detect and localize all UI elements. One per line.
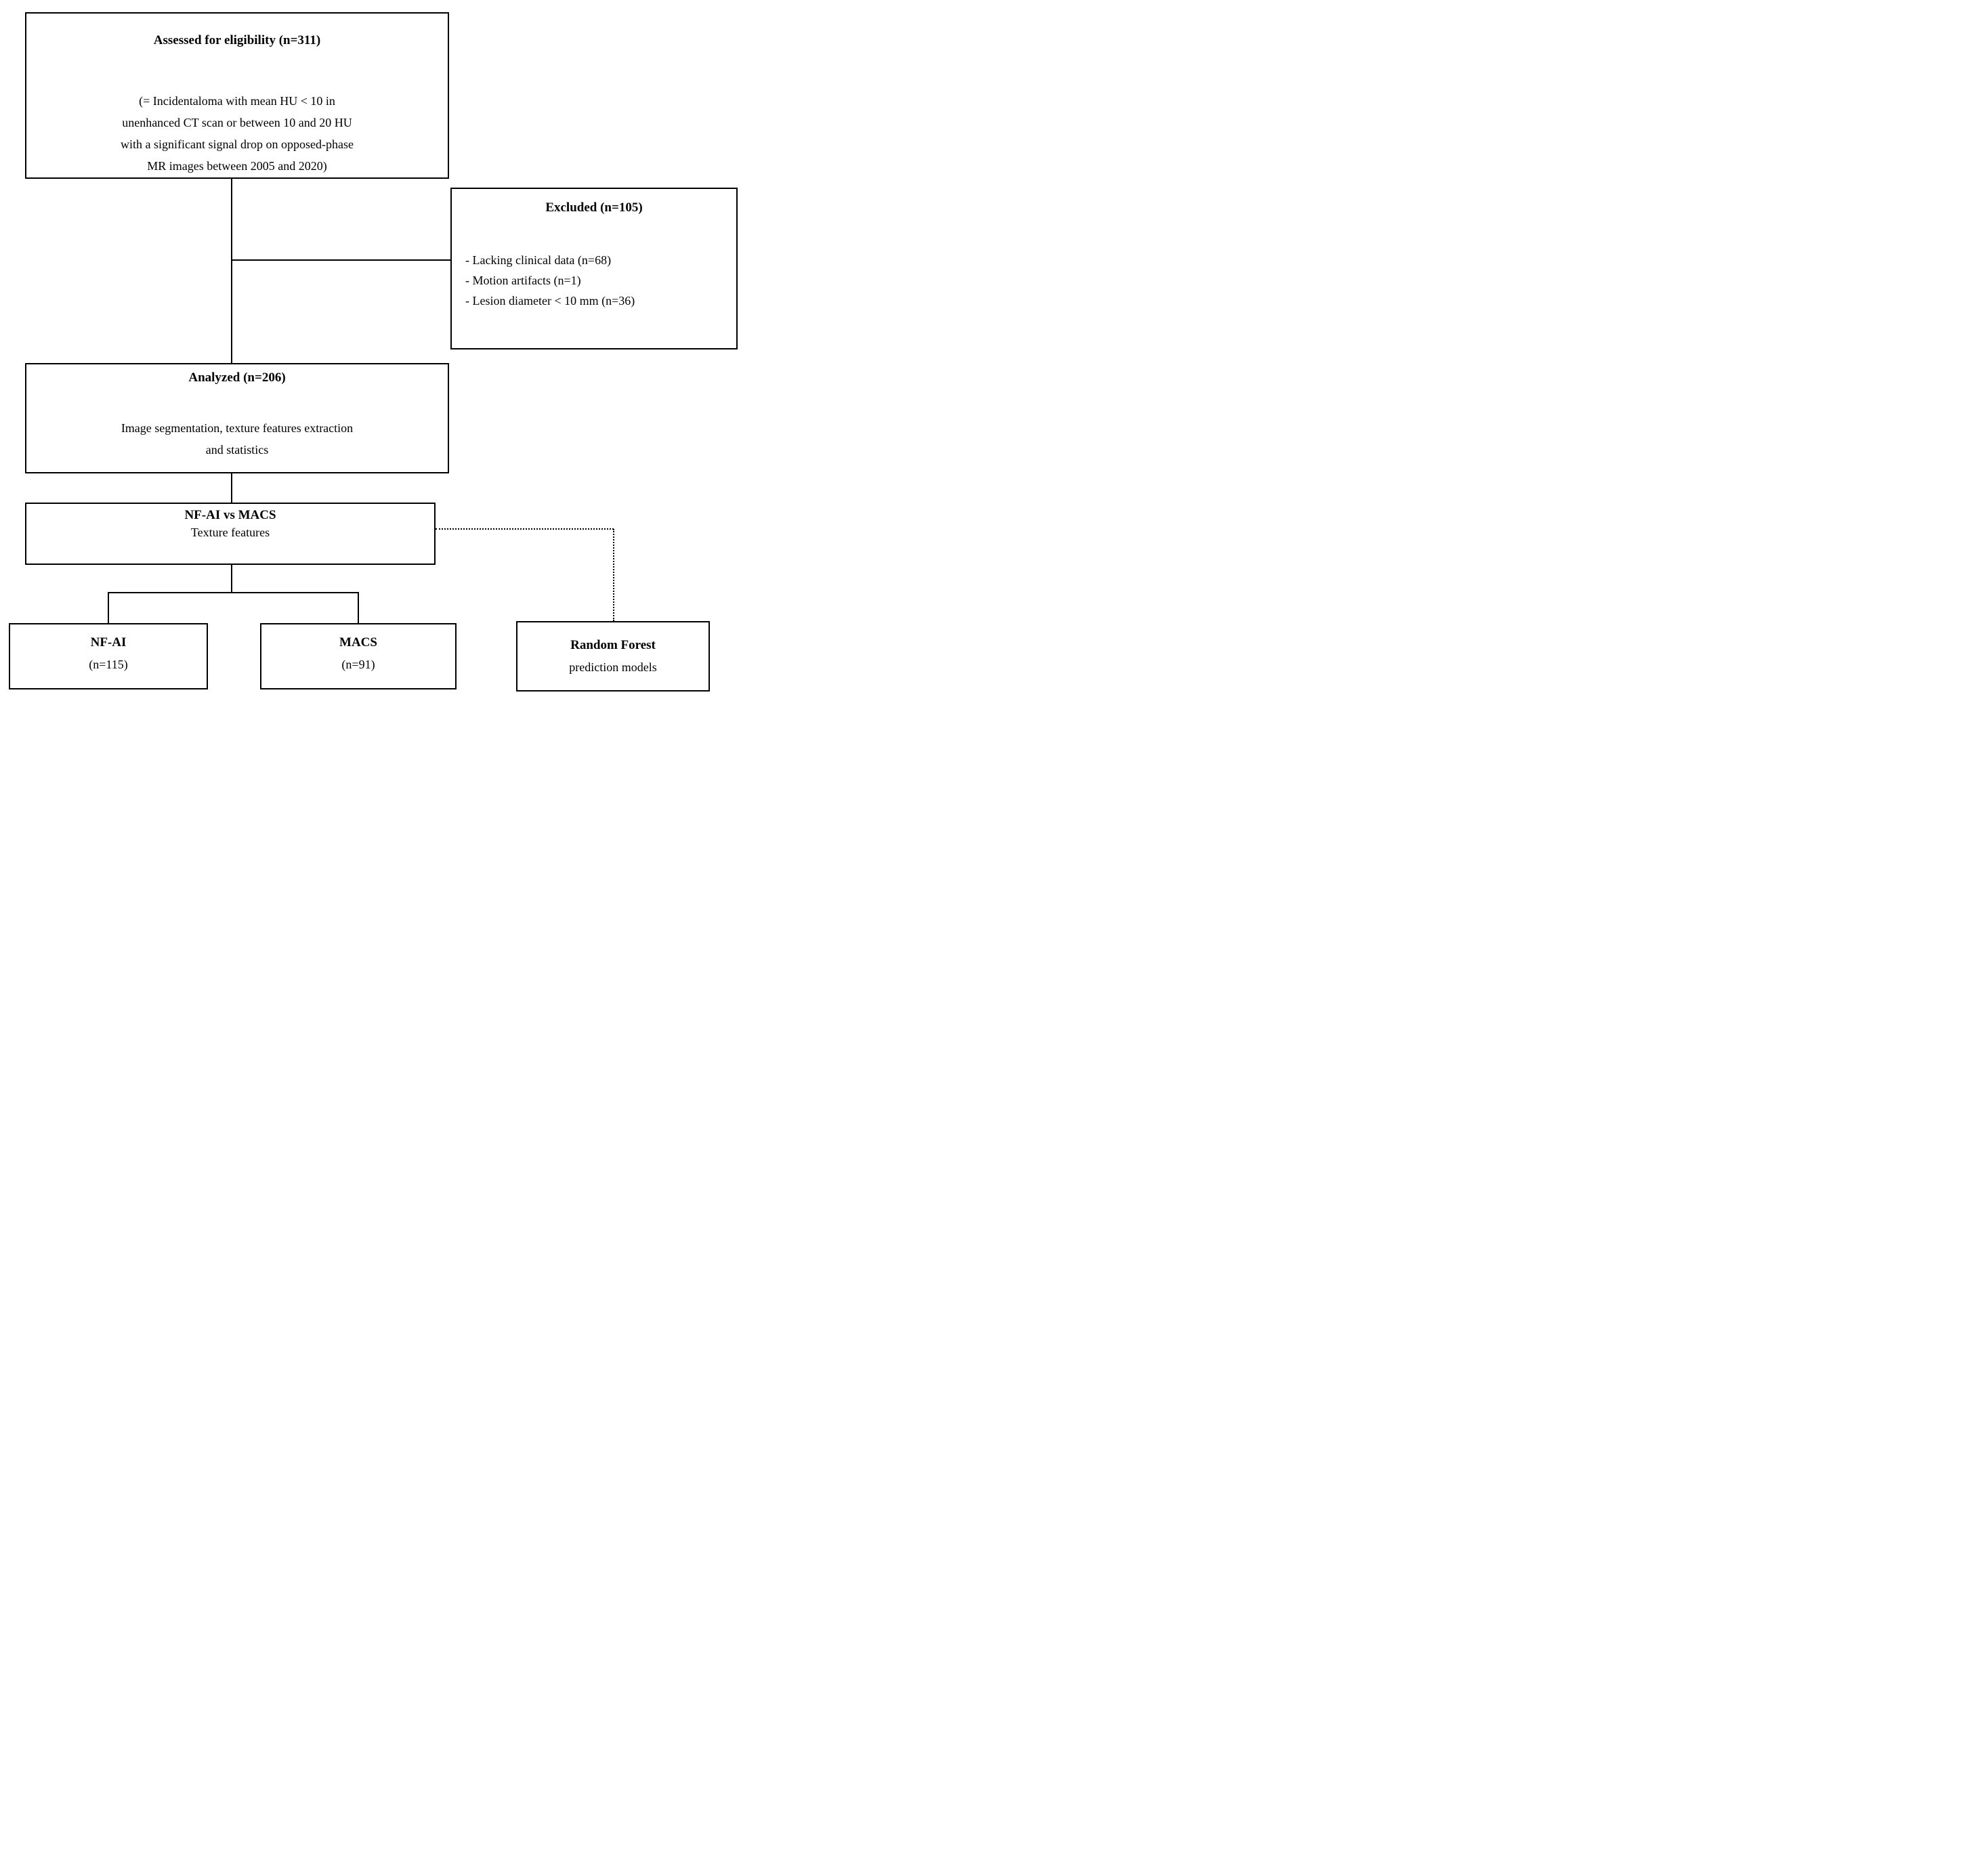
random-forest-subtitle: prediction models [569,660,657,674]
comparison-subtitle: Texture features [190,526,270,539]
box-nfai-vs-macs: NF-AI vs MACS Texture features [25,503,436,565]
branch-horizontal-line [108,592,359,593]
assessed-title: Assessed for eligibility (n=311) [153,33,321,47]
connector-comparison-to-branch [231,565,232,593]
excluded-title: Excluded (n=105) [545,200,643,215]
analyzed-body: Image segmentation, texture features ext… [26,417,448,461]
connector-branch-to-nfai [108,592,109,623]
comparison-title: NF-AI vs MACS [184,508,276,522]
box-macs: MACS (n=91) [260,623,457,689]
box-random-forest: Random Forest prediction models [516,621,710,692]
macs-count: (n=91) [341,658,375,671]
analyzed-body-line: Image segmentation, texture features ext… [121,421,354,435]
excluded-item: - Lacking clinical data (n=68) [465,253,612,267]
connector-branch-to-macs [358,592,359,623]
connector-to-excluded [232,259,450,261]
dotted-connector-to-random-forest [613,529,614,621]
analyzed-title: Analyzed (n=206) [188,370,286,385]
excluded-item: - Motion artifacts (n=1) [465,274,581,287]
box-analyzed: Analyzed (n=206) Image segmentation, tex… [25,363,449,473]
assessed-body-line: (= Incidentaloma with mean HU < 10 in [139,94,335,108]
analyzed-body-line: and statistics [205,443,269,456]
excluded-list: - Lacking clinical data (n=68) - Motion … [452,250,736,311]
assessed-body: (= Incidentaloma with mean HU < 10 in un… [26,90,448,177]
flow-diagram: Assessed for eligibility (n=311) (= Inci… [0,0,745,701]
excluded-item: - Lesion diameter < 10 mm (n=36) [465,294,635,307]
box-assessed-for-eligibility: Assessed for eligibility (n=311) (= Inci… [25,12,449,179]
dotted-connector-horizontal [436,528,614,530]
assessed-body-line: with a significant signal drop on oppose… [121,137,354,151]
box-excluded: Excluded (n=105) - Lacking clinical data… [450,188,738,349]
macs-title: MACS [339,635,377,650]
connector-assessed-to-analyzed [231,179,232,363]
box-nfai: NF-AI (n=115) [9,623,208,689]
assessed-body-line: unenhanced CT scan or between 10 and 20 … [122,116,352,129]
nfai-count: (n=115) [89,658,128,671]
random-forest-title: Random Forest [570,638,656,652]
connector-analyzed-to-comparison [231,473,232,503]
nfai-title: NF-AI [90,635,127,650]
assessed-body-line: MR images between 2005 and 2020) [147,159,327,173]
